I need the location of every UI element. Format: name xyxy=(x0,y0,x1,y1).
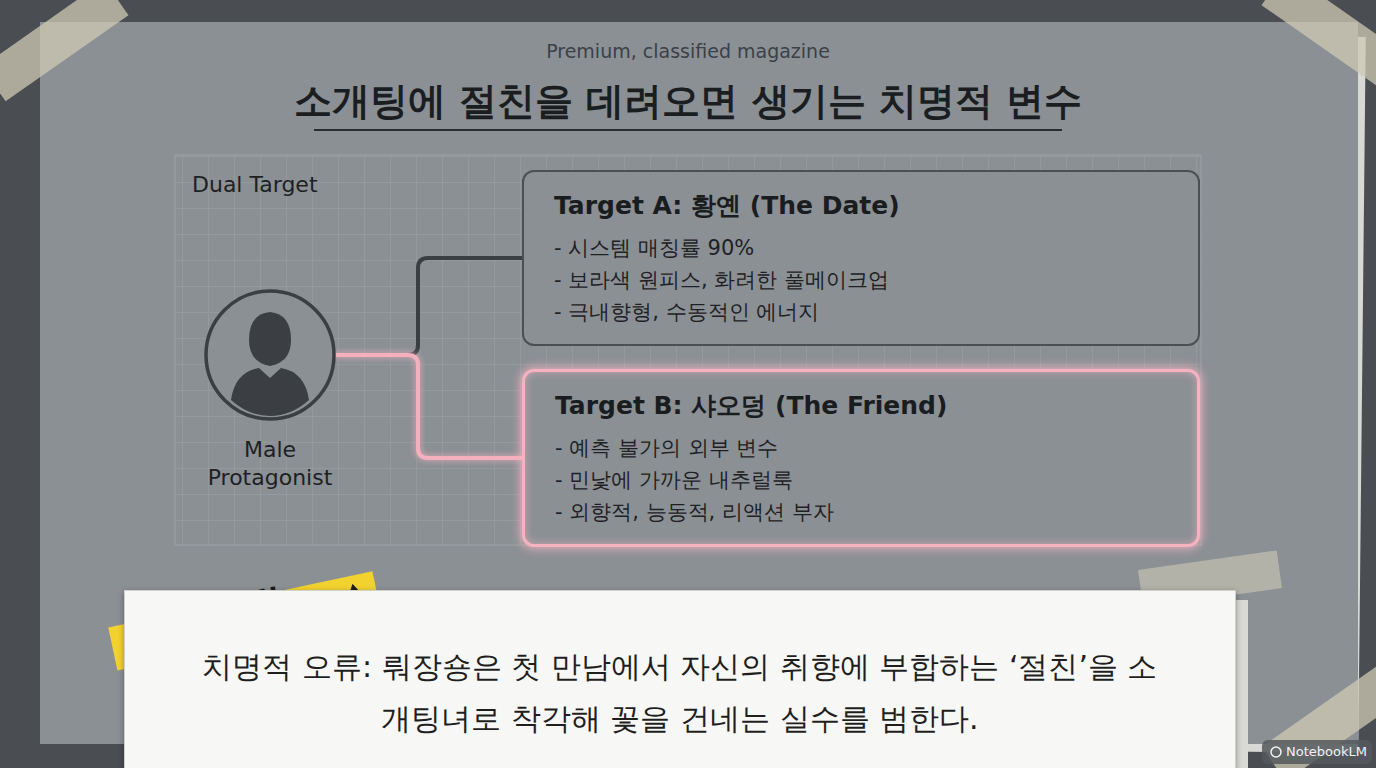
watermark: NotebookLM xyxy=(1286,744,1367,759)
box-heading: Target B: 샤오덩 (The Friend) xyxy=(555,390,1173,422)
title-underline xyxy=(314,129,1062,131)
watermark-icon xyxy=(1271,747,1281,757)
tape xyxy=(0,0,128,101)
box-bullet: - 외향적, 능동적, 리액션 부자 xyxy=(555,496,1173,528)
person-icon xyxy=(203,288,337,422)
caution-text: 치명적 오류: 뤄장숑은 첫 만남에서 자신의 취향에 부합하는 ‘절친’을 소… xyxy=(195,641,1165,745)
box-heading: Target A: 황옌 (The Date) xyxy=(554,190,1174,222)
connector-line xyxy=(335,258,522,355)
box-bullet: - 보라색 원피스, 화려한 풀메이크업 xyxy=(554,264,1174,296)
watermark-pill xyxy=(1262,740,1372,764)
box-bullet: - 민낯에 가까운 내추럴룩 xyxy=(555,464,1173,496)
caution-note: 치명적 오류: 뤄장숑은 첫 만남에서 자신의 취향에 부합하는 ‘절친’을 소… xyxy=(124,590,1236,768)
header-note: Premium, classified magazine xyxy=(0,40,1376,62)
node-label: Male Protagonist xyxy=(185,436,355,492)
connector-line xyxy=(335,355,522,458)
connector xyxy=(335,258,522,355)
target-box: Target B: 샤오덩 (The Friend) - 예측 불가의 외부 변수… xyxy=(522,369,1200,547)
tape xyxy=(1262,661,1376,768)
person-circle xyxy=(203,288,337,422)
person-node: Male Protagonist xyxy=(180,288,360,492)
title: 소개팅에 절친을 데려오면 생기는 치명적 변수 xyxy=(0,76,1376,127)
box-bullet: - 예측 불가의 외부 변수 xyxy=(555,432,1173,464)
tape xyxy=(1262,0,1376,91)
target-box: Target A: 황옌 (The Date) - 시스템 매칭률 90%- 보라… xyxy=(522,170,1200,346)
connector xyxy=(335,355,522,458)
group-label: Dual Target xyxy=(192,172,318,197)
box-bullet: - 시스템 매칭률 90% xyxy=(554,232,1174,264)
box-bullet: - 극내향형, 수동적인 에너지 xyxy=(554,296,1174,328)
